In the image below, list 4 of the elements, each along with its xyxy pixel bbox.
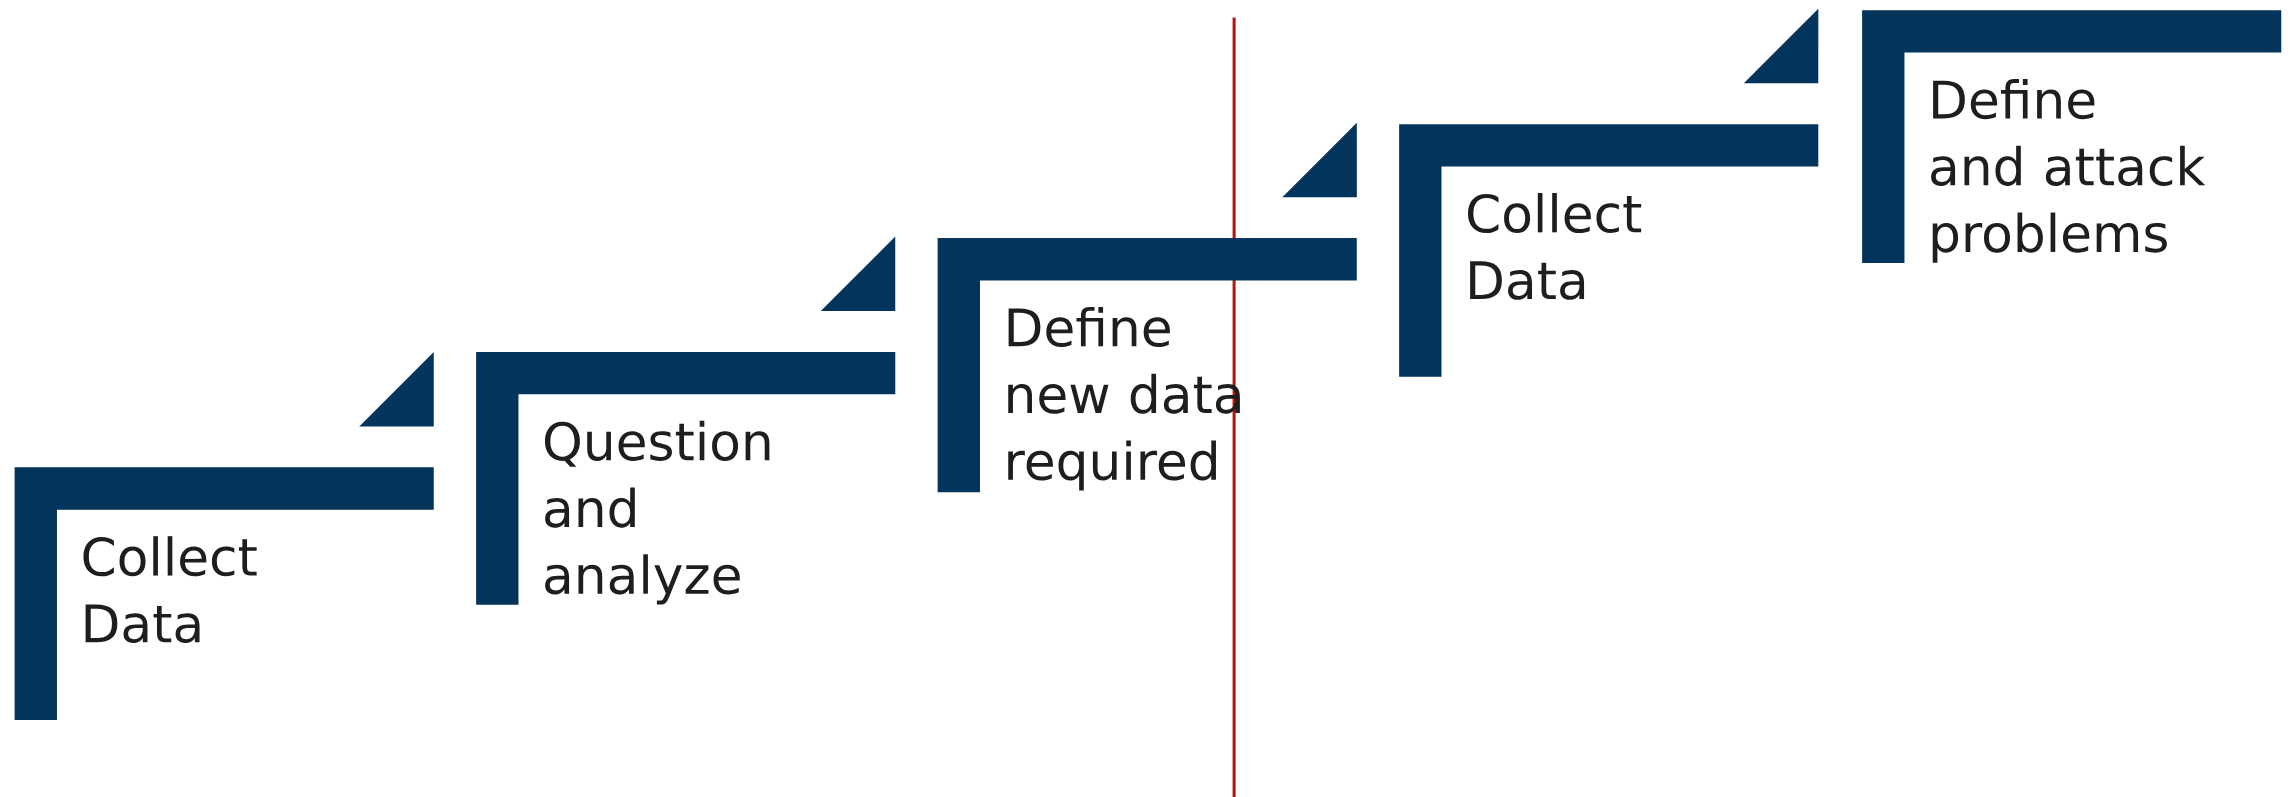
step-box: Collect Data [14,351,434,720]
step-box: Define and attack problems [1862,10,2282,263]
step-box: Collect Data [1399,8,1819,377]
step-box: Question and analyze [476,236,896,605]
